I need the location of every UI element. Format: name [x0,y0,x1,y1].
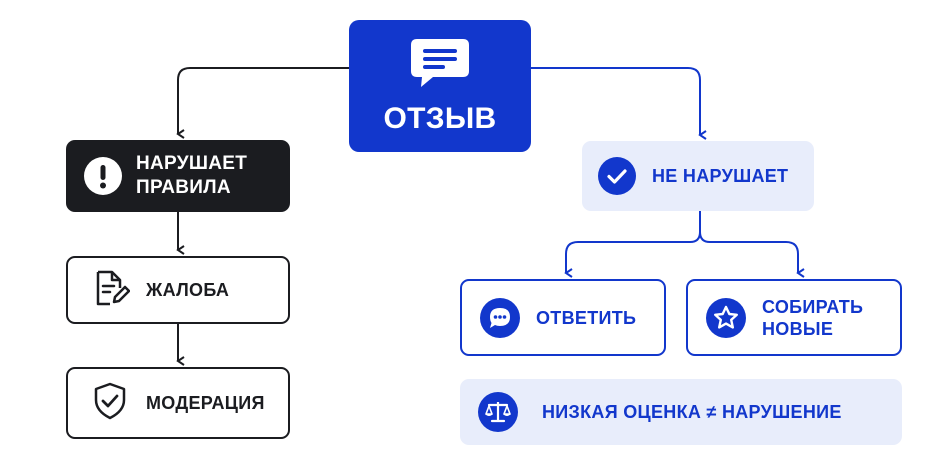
complaint-label: ЖАЛОБА [146,279,230,300]
reply-node: ОТВЕТИТЬ [460,279,666,356]
connector-root-to-not-violates [531,67,707,140]
moderation-node: МОДЕРАЦИЯ [66,367,290,439]
collect-label-line1: СОБИРАТЬ [762,296,864,317]
root-label: ОТЗЫВ [383,101,497,135]
connector-not-violates-split [564,211,701,278]
violates-node: НАРУШАЕТ ПРАВИЛА [66,140,290,212]
not-violates-node: НЕ НАРУШАЕТ [582,141,814,211]
violates-label: НАРУШАЕТ ПРАВИЛА [136,152,247,200]
root-node: ОТЗЫВ [349,20,531,152]
chat-dots-icon [480,297,520,338]
note-node: НИЗКАЯ ОЦЕНКА ≠ НАРУШЕНИЕ [460,379,902,445]
scales-icon [478,392,518,432]
complaint-node: ЖАЛОБА [66,256,290,324]
chat-bubble-icon [409,37,471,94]
collect-label: СОБИРАТЬ НОВЫЕ [762,296,863,340]
collect-label-line2: НОВЫЕ [762,318,834,339]
document-edit-icon [90,268,131,313]
shield-check-icon [90,381,130,426]
exclamation-icon [84,157,122,195]
moderation-label: МОДЕРАЦИЯ [146,392,265,413]
note-label: НИЗКАЯ ОЦЕНКА ≠ НАРУШЕНИЕ [542,401,842,422]
checkmark-icon [598,157,636,195]
star-icon [706,297,746,338]
not-violates-label: НЕ НАРУШАЕТ [652,165,789,186]
violates-label-line1: НАРУШАЕТ [136,153,248,174]
reply-label: ОТВЕТИТЬ [536,307,637,328]
connector-root-to-violates [176,67,349,139]
collect-node: СОБИРАТЬ НОВЫЕ [686,279,902,356]
violates-label-line2: ПРАВИЛА [136,177,231,198]
